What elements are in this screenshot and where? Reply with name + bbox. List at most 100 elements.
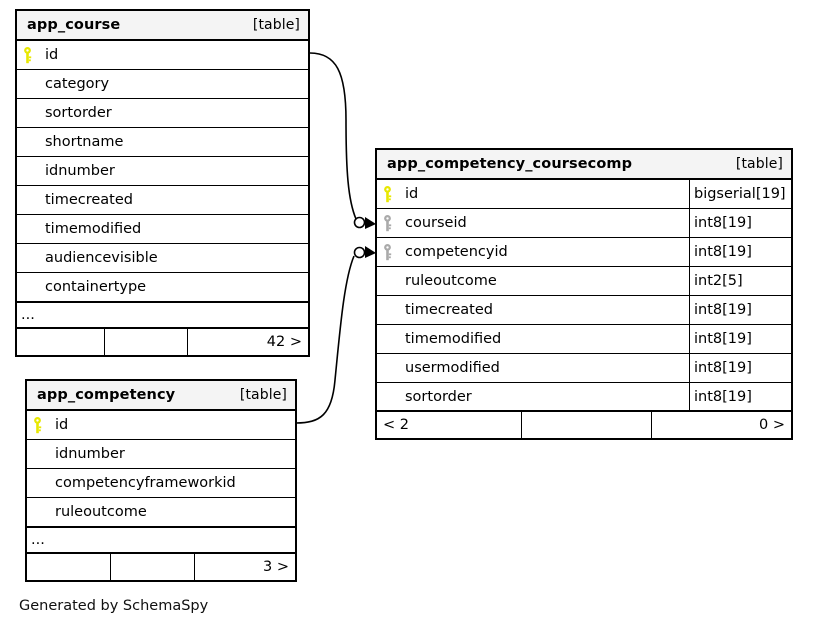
column-name: competencyid bbox=[405, 244, 508, 260]
column-name: timecreated bbox=[405, 302, 493, 318]
footer-middle bbox=[522, 412, 652, 438]
key-slot-empty bbox=[377, 383, 397, 410]
primary-key-icon bbox=[377, 180, 397, 208]
key-slot-empty bbox=[17, 128, 37, 156]
primary-key-icon bbox=[27, 411, 47, 439]
column-name: containertype bbox=[45, 279, 147, 295]
column-name: id bbox=[45, 47, 59, 63]
column-type: int8[19] bbox=[689, 325, 791, 353]
more-columns-indicator: ... bbox=[27, 527, 295, 554]
table-app-competency-coursecomp[interactable]: app_competency_coursecomp [table] id big… bbox=[375, 148, 793, 440]
table-footer-app-competency: 3 > bbox=[27, 554, 295, 580]
column-name: timemodified bbox=[405, 331, 502, 347]
table-row[interactable]: usermodified int8[19] bbox=[377, 354, 791, 383]
column-type: int8[19] bbox=[689, 383, 791, 410]
column-name: id bbox=[55, 417, 69, 433]
column-type: bigserial[19] bbox=[689, 180, 791, 208]
column-type: int8[19] bbox=[689, 209, 791, 237]
column-name: usermodified bbox=[405, 360, 500, 376]
column-name: timemodified bbox=[45, 221, 142, 237]
primary-key-icon bbox=[17, 41, 37, 69]
table-row[interactable]: timemodified int8[19] bbox=[377, 325, 791, 354]
table-row[interactable]: competencyframeworkid bbox=[27, 469, 295, 498]
table-name: app_competency_coursecomp bbox=[387, 156, 633, 172]
column-name: ruleoutcome bbox=[55, 504, 147, 520]
relationship-endpoint-circle-competencyid bbox=[353, 246, 366, 259]
column-name: ruleoutcome bbox=[405, 273, 497, 289]
relationship-endpoint-circle-courseid bbox=[353, 216, 366, 229]
table-row[interactable]: idnumber bbox=[27, 440, 295, 469]
footer-middle bbox=[111, 554, 195, 580]
foreign-key-icon bbox=[377, 238, 397, 266]
column-name: id bbox=[405, 186, 419, 202]
footer-parent-count[interactable] bbox=[27, 554, 111, 580]
key-slot-empty bbox=[377, 354, 397, 382]
table-footer-app-course: 42 > bbox=[17, 329, 308, 355]
table-app-course[interactable]: app_course [table] id category sortorder bbox=[15, 9, 310, 357]
table-row[interactable]: competencyid int8[19] bbox=[377, 238, 791, 267]
key-slot-empty bbox=[17, 70, 37, 98]
table-row[interactable]: timemodified bbox=[17, 215, 308, 244]
column-type: int8[19] bbox=[689, 238, 791, 266]
table-footer-app-competency-coursecomp: < 2 0 > bbox=[377, 412, 791, 438]
key-slot-empty bbox=[17, 157, 37, 185]
key-slot-empty bbox=[27, 498, 47, 526]
table-row[interactable]: timecreated bbox=[17, 186, 308, 215]
table-header-app-course: app_course [table] bbox=[17, 11, 308, 41]
key-slot-empty bbox=[17, 244, 37, 272]
column-name: shortname bbox=[45, 134, 124, 150]
footer-parent-count[interactable] bbox=[17, 329, 105, 355]
column-type: int8[19] bbox=[689, 296, 791, 324]
column-type: int8[19] bbox=[689, 354, 791, 382]
key-slot-empty bbox=[377, 267, 397, 295]
footer-parent-count[interactable]: < 2 bbox=[377, 412, 522, 438]
table-name: app_competency bbox=[37, 387, 176, 403]
table-type-tag: [table] bbox=[239, 387, 287, 403]
column-name: sortorder bbox=[45, 105, 112, 121]
table-header-app-competency-coursecomp: app_competency_coursecomp [table] bbox=[377, 150, 791, 180]
table-row[interactable]: ruleoutcome int2[5] bbox=[377, 267, 791, 296]
table-app-competency[interactable]: app_competency [table] id idnumber compe… bbox=[25, 379, 297, 582]
key-slot-empty bbox=[17, 215, 37, 243]
column-name: courseid bbox=[405, 215, 467, 231]
column-name: idnumber bbox=[55, 446, 125, 462]
column-name: idnumber bbox=[45, 163, 115, 179]
key-slot-empty bbox=[17, 99, 37, 127]
table-row[interactable]: shortname bbox=[17, 128, 308, 157]
column-name: competencyframeworkid bbox=[55, 475, 236, 491]
table-row[interactable]: id bbox=[27, 411, 295, 440]
key-slot-empty bbox=[17, 273, 37, 301]
column-name: audiencevisible bbox=[45, 250, 158, 266]
table-row[interactable]: audiencevisible bbox=[17, 244, 308, 273]
footer-child-count[interactable]: 3 > bbox=[263, 559, 289, 575]
table-row[interactable]: sortorder bbox=[17, 99, 308, 128]
column-name: timecreated bbox=[45, 192, 133, 208]
table-row[interactable]: ruleoutcome bbox=[27, 498, 295, 527]
table-row[interactable]: id bigserial[19] bbox=[377, 180, 791, 209]
foreign-key-icon bbox=[377, 209, 397, 237]
column-type: int2[5] bbox=[689, 267, 791, 295]
table-name: app_course bbox=[27, 17, 121, 33]
diagram-caption: Generated by SchemaSpy bbox=[19, 598, 209, 614]
key-slot-empty bbox=[27, 469, 47, 497]
table-header-app-competency: app_competency [table] bbox=[27, 381, 295, 411]
table-row[interactable]: containertype bbox=[17, 273, 308, 302]
more-columns-indicator: ... bbox=[17, 302, 308, 329]
table-row[interactable]: sortorder int8[19] bbox=[377, 383, 791, 412]
key-slot-empty bbox=[27, 440, 47, 468]
column-name: sortorder bbox=[405, 388, 472, 405]
table-row[interactable]: category bbox=[17, 70, 308, 99]
table-type-tag: [table] bbox=[252, 17, 300, 33]
column-name: category bbox=[45, 76, 110, 92]
footer-child-count[interactable]: 0 > bbox=[759, 417, 785, 433]
relationship-line-course-to-coursecomp bbox=[309, 52, 357, 220]
table-row[interactable]: timecreated int8[19] bbox=[377, 296, 791, 325]
key-slot-empty bbox=[17, 186, 37, 214]
key-slot-empty bbox=[377, 296, 397, 324]
footer-child-count[interactable]: 42 > bbox=[266, 334, 302, 350]
table-row[interactable]: idnumber bbox=[17, 157, 308, 186]
table-row[interactable]: courseid int8[19] bbox=[377, 209, 791, 238]
table-type-tag: [table] bbox=[735, 156, 783, 172]
table-row[interactable]: id bbox=[17, 41, 308, 70]
